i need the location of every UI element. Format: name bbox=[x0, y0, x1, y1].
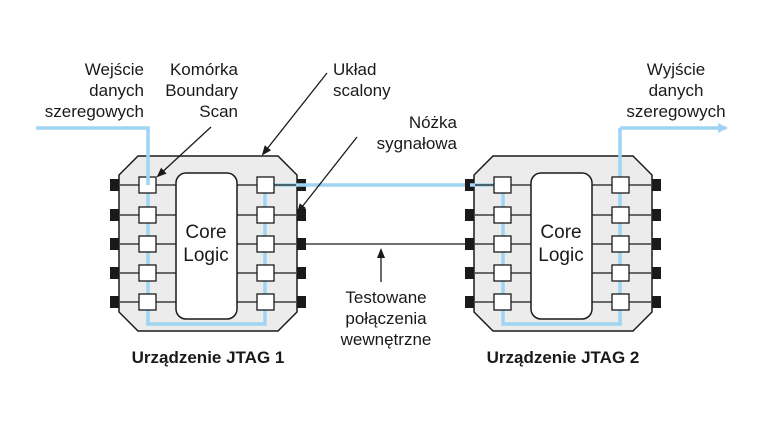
cell-label-line2: Boundary bbox=[165, 81, 238, 100]
boundary-scan-cell-label: Komórka Boundary Scan bbox=[165, 60, 238, 121]
device-1-core-label-line2: Logic bbox=[183, 245, 228, 266]
device-2-name: Urządzenie JTAG 2 bbox=[487, 348, 640, 367]
serial-input-label: Wejście danych szeregowych bbox=[45, 60, 144, 121]
device-1-left-pins bbox=[110, 179, 120, 308]
serial-output-label-line3: szeregowych bbox=[626, 102, 725, 121]
serial-output-label-line2: danych bbox=[649, 81, 704, 100]
cell-label-line3: Scan bbox=[199, 102, 238, 121]
serial-input-path bbox=[36, 126, 150, 185]
serial-input-label-line2: danych bbox=[89, 81, 144, 100]
tested-label-line2: połączenia bbox=[345, 309, 427, 328]
cell-label-line1: Komórka bbox=[170, 60, 239, 79]
tested-label-line3: wewnętrzne bbox=[340, 330, 432, 349]
device-1-right-cells bbox=[256, 176, 275, 311]
serial-output-label: Wyjście danych szeregowych bbox=[626, 60, 725, 121]
pin-label-line1: Nóżka bbox=[409, 113, 458, 132]
jtag-device-1: Core Logic Urządzenie JTAG 1 bbox=[110, 155, 470, 367]
signal-pin-label: Nóżka sygnałowa bbox=[377, 113, 458, 153]
device-2-core-label-line1: Core bbox=[540, 222, 581, 243]
pin-callout-arrow bbox=[296, 136, 358, 214]
tested-label-line1: Testowane bbox=[345, 288, 426, 307]
device-2-core-label-line2: Logic bbox=[538, 245, 583, 266]
device-2-right-cells bbox=[611, 176, 630, 311]
ic-label-line2: scalony bbox=[333, 81, 391, 100]
device-1-name: Urządzenie JTAG 1 bbox=[132, 348, 285, 367]
serial-input-label-line1: Wejście bbox=[85, 60, 144, 79]
device-1-core-label-line1: Core bbox=[185, 222, 226, 243]
integrated-circuit-label: Układ scalony bbox=[333, 60, 391, 100]
cell-callout-arrow bbox=[156, 126, 212, 178]
device-2-core-logic bbox=[530, 172, 593, 320]
device-2-right-pins bbox=[651, 179, 661, 308]
ic-callout-arrow bbox=[261, 72, 328, 156]
device-1-left-cells bbox=[138, 176, 157, 311]
pin-label-line2: sygnałowa bbox=[377, 134, 458, 153]
tested-interconnects-label: Testowane połączenia wewnętrzne bbox=[340, 288, 432, 349]
device-2-left-cells bbox=[493, 176, 512, 311]
ic-label-line1: Układ bbox=[333, 60, 376, 79]
device-1-core-logic bbox=[175, 172, 238, 320]
jtag-device-2: Core Logic Urządzenie JTAG 2 bbox=[465, 128, 661, 367]
serial-input-label-line3: szeregowych bbox=[45, 102, 144, 121]
serial-output-label-line1: Wyjście bbox=[647, 60, 705, 79]
